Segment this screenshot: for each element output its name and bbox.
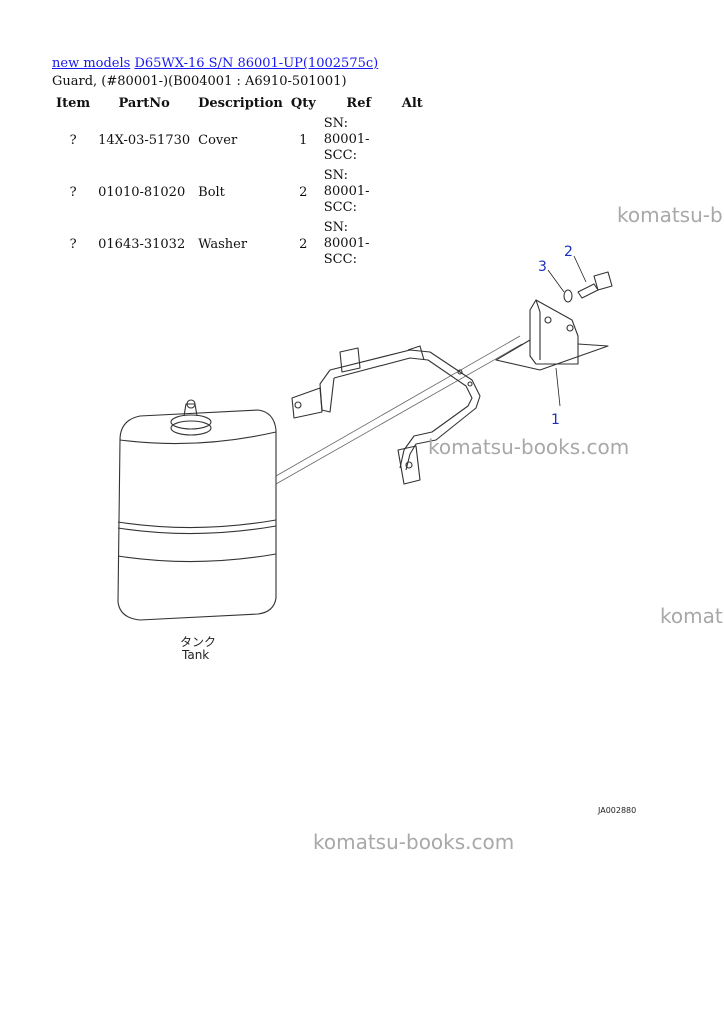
breadcrumb-link-new-models[interactable]: new models: [52, 56, 131, 71]
page-subtitle: Guard, (#80001-)(B004001 : A6910-501001): [52, 74, 347, 89]
cell-description: Bolt: [198, 184, 225, 200]
cell-partno: 14X-03-51730: [98, 132, 191, 148]
cell-description: Washer: [198, 236, 248, 252]
column-header-ref: Ref: [346, 95, 372, 111]
cell-ref: SN: 80001-SCC:: [323, 220, 370, 267]
callout-1: 1: [551, 412, 560, 428]
tank-label-en: Tank: [181, 648, 209, 662]
cell-ref: SN: 80001-SCC:: [323, 168, 370, 215]
figure-code: JA002880: [597, 806, 636, 815]
cell-item: ?: [69, 132, 77, 148]
watermark: komat: [660, 604, 723, 628]
callout-3: 3: [538, 259, 547, 275]
cell-qty: 2: [299, 236, 308, 252]
cell-item: ?: [69, 236, 77, 252]
cell-partno: 01010-81020: [98, 184, 186, 200]
column-header-description: Description: [198, 95, 283, 111]
column-header-qty: Qty: [290, 95, 316, 111]
cell-description: Cover: [198, 132, 238, 148]
connecting-line: [275, 335, 523, 485]
cell-item: ?: [69, 184, 77, 200]
cell-qty: 2: [299, 184, 308, 200]
column-header-alt: Alt: [401, 95, 423, 111]
table-row: ? 01643-31032 Washer 2 SN: 80001-SCC:: [52, 218, 427, 270]
breadcrumb: new models D65WX-16 S/N 86001-UP(1002575…: [52, 56, 378, 71]
tank-illustration: [117, 399, 277, 621]
watermark: komatsu-books.com: [428, 435, 630, 459]
watermark: komatsu-books.com: [313, 830, 515, 854]
tank-label-jp: タンク: [180, 635, 216, 649]
callout-2: 2: [564, 244, 573, 260]
breadcrumb-link-model[interactable]: D65WX-16 S/N 86001-UP(1002575c): [134, 56, 379, 71]
washer-illustration: [563, 289, 573, 303]
parts-table: Item PartNo Description Qty Ref Alt ? 14…: [52, 92, 427, 270]
watermark: komatsu-b: [617, 203, 723, 227]
cell-ref: SN: 80001-SCC:: [323, 116, 370, 163]
cell-qty: 1: [299, 132, 308, 148]
column-header-partno: PartNo: [118, 95, 170, 111]
guard-frame: [291, 345, 481, 485]
cover-bracket: [495, 299, 609, 371]
table-header-row: Item PartNo Description Qty Ref Alt: [52, 92, 427, 114]
table-row: ? 01010-81020 Bolt 2 SN: 80001-SCC:: [52, 166, 427, 218]
table-row: ? 14X-03-51730 Cover 1 SN: 80001-SCC:: [52, 114, 427, 166]
cell-partno: 01643-31032: [98, 236, 186, 252]
column-header-item: Item: [56, 95, 91, 111]
bolt-illustration: [577, 271, 613, 299]
